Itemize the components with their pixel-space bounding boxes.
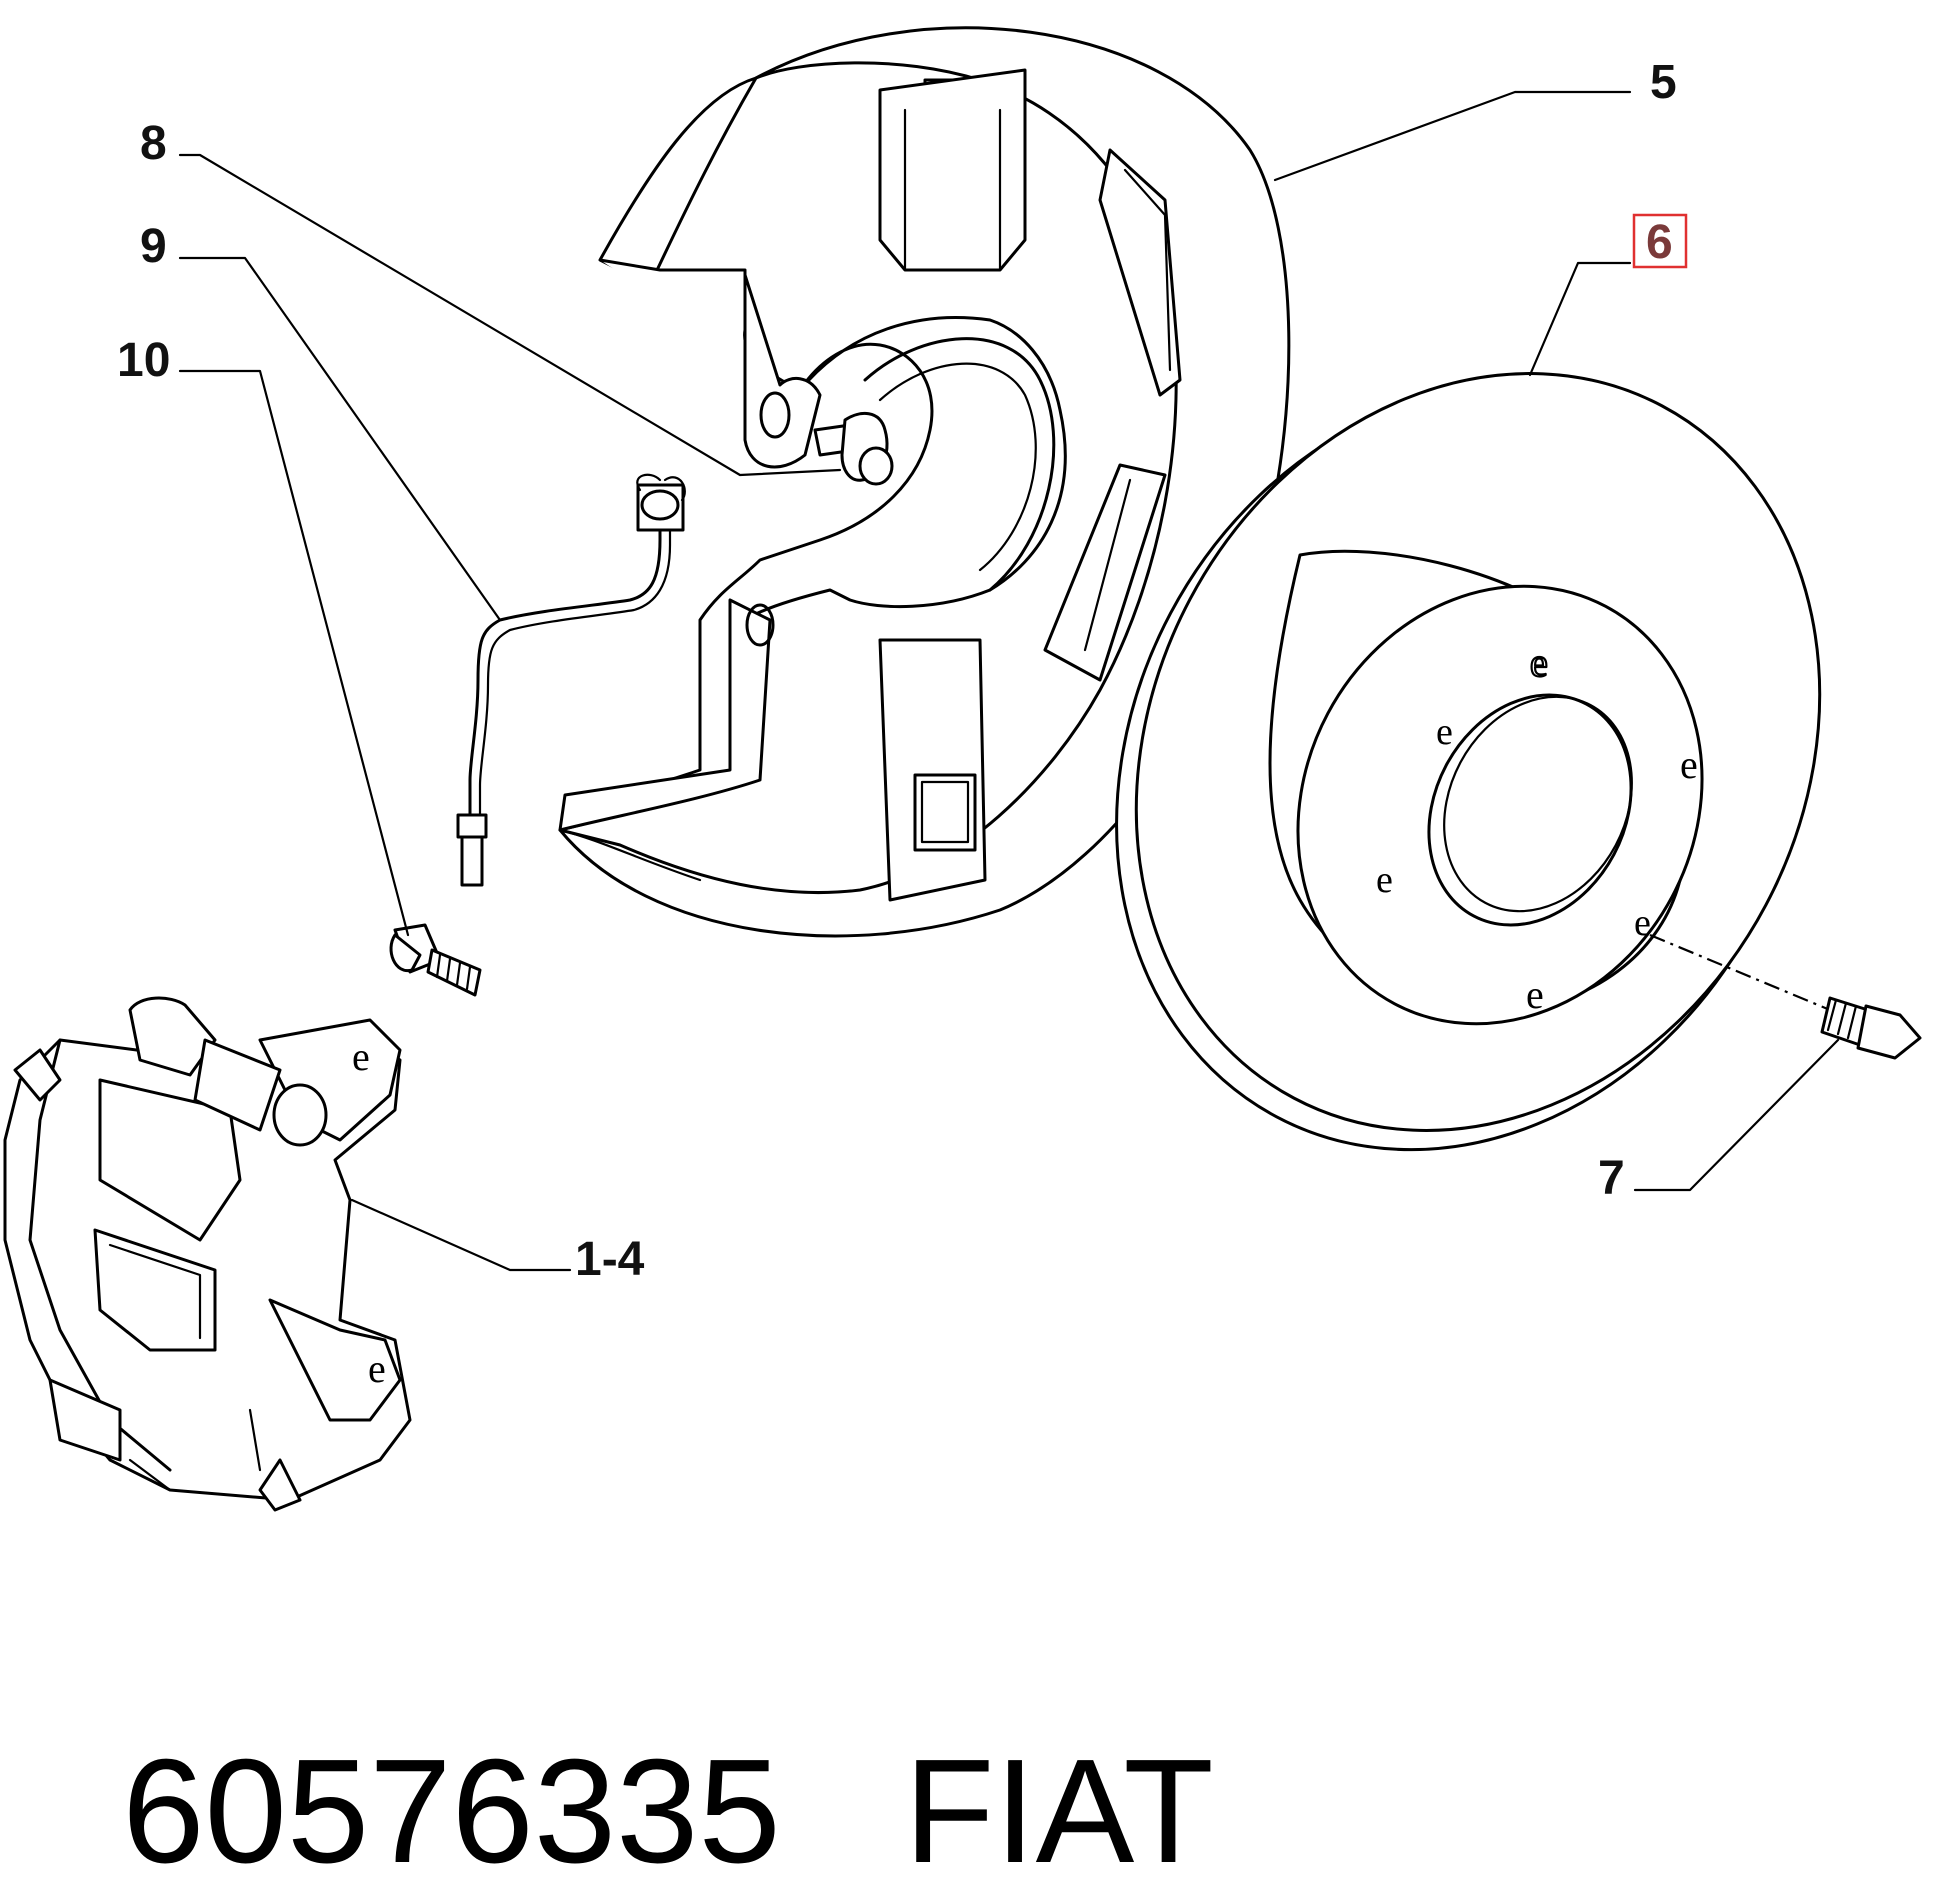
svg-text:e: e xyxy=(1680,742,1698,787)
svg-text:e: e xyxy=(1634,902,1651,944)
callouts: 8 9 10 5 6 7 1-4 xyxy=(117,56,1688,1286)
callout-10: 10 xyxy=(117,334,170,387)
wheel-stud xyxy=(1820,996,1922,1060)
part-caption: 60576335 FIAT xyxy=(40,1590,1214,1886)
svg-text:e: e xyxy=(368,1346,386,1391)
callout-7: 7 xyxy=(1598,1152,1625,1205)
brand-name: FIAT xyxy=(904,1729,1214,1894)
caption-gap xyxy=(781,1738,904,1886)
svg-text:e: e xyxy=(1526,972,1544,1017)
callout-1-4: 1-4 xyxy=(575,1233,645,1286)
dust-shield xyxy=(558,26,1291,938)
exploded-parts-diagram: e e e e e e e e xyxy=(3,26,1922,1512)
brake-caliper: e e xyxy=(3,996,412,1512)
callout-8: 8 xyxy=(140,117,167,170)
svg-text:e: e xyxy=(1376,859,1393,901)
callout-9: 9 xyxy=(140,220,167,273)
part-number: 60576335 xyxy=(122,1729,781,1894)
shield-screw xyxy=(813,411,894,486)
leader-lines xyxy=(178,90,1840,1272)
caliper-bolt xyxy=(389,923,482,997)
svg-text:e: e xyxy=(1436,711,1453,753)
svg-text:e: e xyxy=(1530,640,1548,685)
callout-5: 5 xyxy=(1650,56,1677,109)
callout-6: 6 xyxy=(1646,216,1673,269)
callout-6-highlight-box xyxy=(1632,213,1688,269)
brake-disc: e e e e e e xyxy=(1115,372,1831,1152)
svg-text:e: e xyxy=(352,1034,370,1079)
